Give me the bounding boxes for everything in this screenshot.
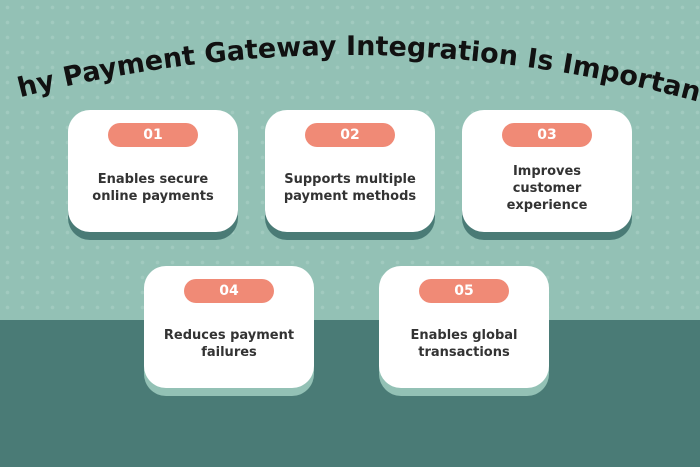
number-badge: 04	[184, 279, 274, 303]
card-text: Enables global transactions	[410, 328, 518, 360]
card-3: 03 Improves customer experience	[462, 110, 632, 232]
card-2: 02 Supports multiple payment methods	[265, 110, 435, 232]
card-text: Reduces payment failures	[163, 328, 295, 360]
number-badge: 03	[502, 123, 592, 147]
number-badge: 01	[108, 123, 198, 147]
page-title: Why Payment Gateway Integration Is Impor…	[0, 0, 700, 108]
card-4: 04 Reduces payment failures	[144, 266, 314, 388]
number-badge: 05	[419, 279, 509, 303]
svg-text:Why Payment Gateway Integratio: Why Payment Gateway Integration Is Impor…	[0, 0, 700, 108]
card-text: Supports multiple payment methods	[283, 172, 417, 204]
bottom-band	[0, 320, 700, 467]
card-text: Improves customer experience	[506, 163, 588, 213]
title-arc: Why Payment Gateway Integration Is Impor…	[0, 0, 700, 108]
card-5: 05 Enables global transactions	[379, 266, 549, 388]
number-badge: 02	[305, 123, 395, 147]
card-text: Enables secure online payments	[92, 172, 214, 204]
card-1: 01 Enables secure online payments	[68, 110, 238, 232]
